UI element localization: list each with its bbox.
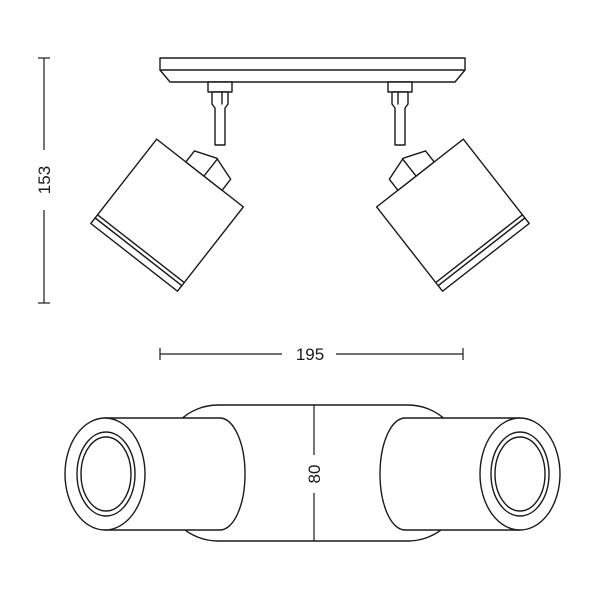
right-stem [387,81,413,146]
left-stem [207,81,233,146]
left-spotlight-top [64,417,246,531]
depth-dimension: 80 [305,405,324,541]
depth-label: 80 [305,465,324,484]
height-label: 153 [35,166,54,194]
right-spotlight [375,138,530,292]
height-dimension: 153 [35,57,54,304]
width-dimension: 195 [159,345,464,364]
width-label: 195 [296,345,324,364]
mounting-bar [159,57,466,83]
top-view: 80 [64,404,561,542]
left-spotlight [90,138,245,292]
front-view [90,57,530,292]
right-spotlight-top [379,417,561,531]
